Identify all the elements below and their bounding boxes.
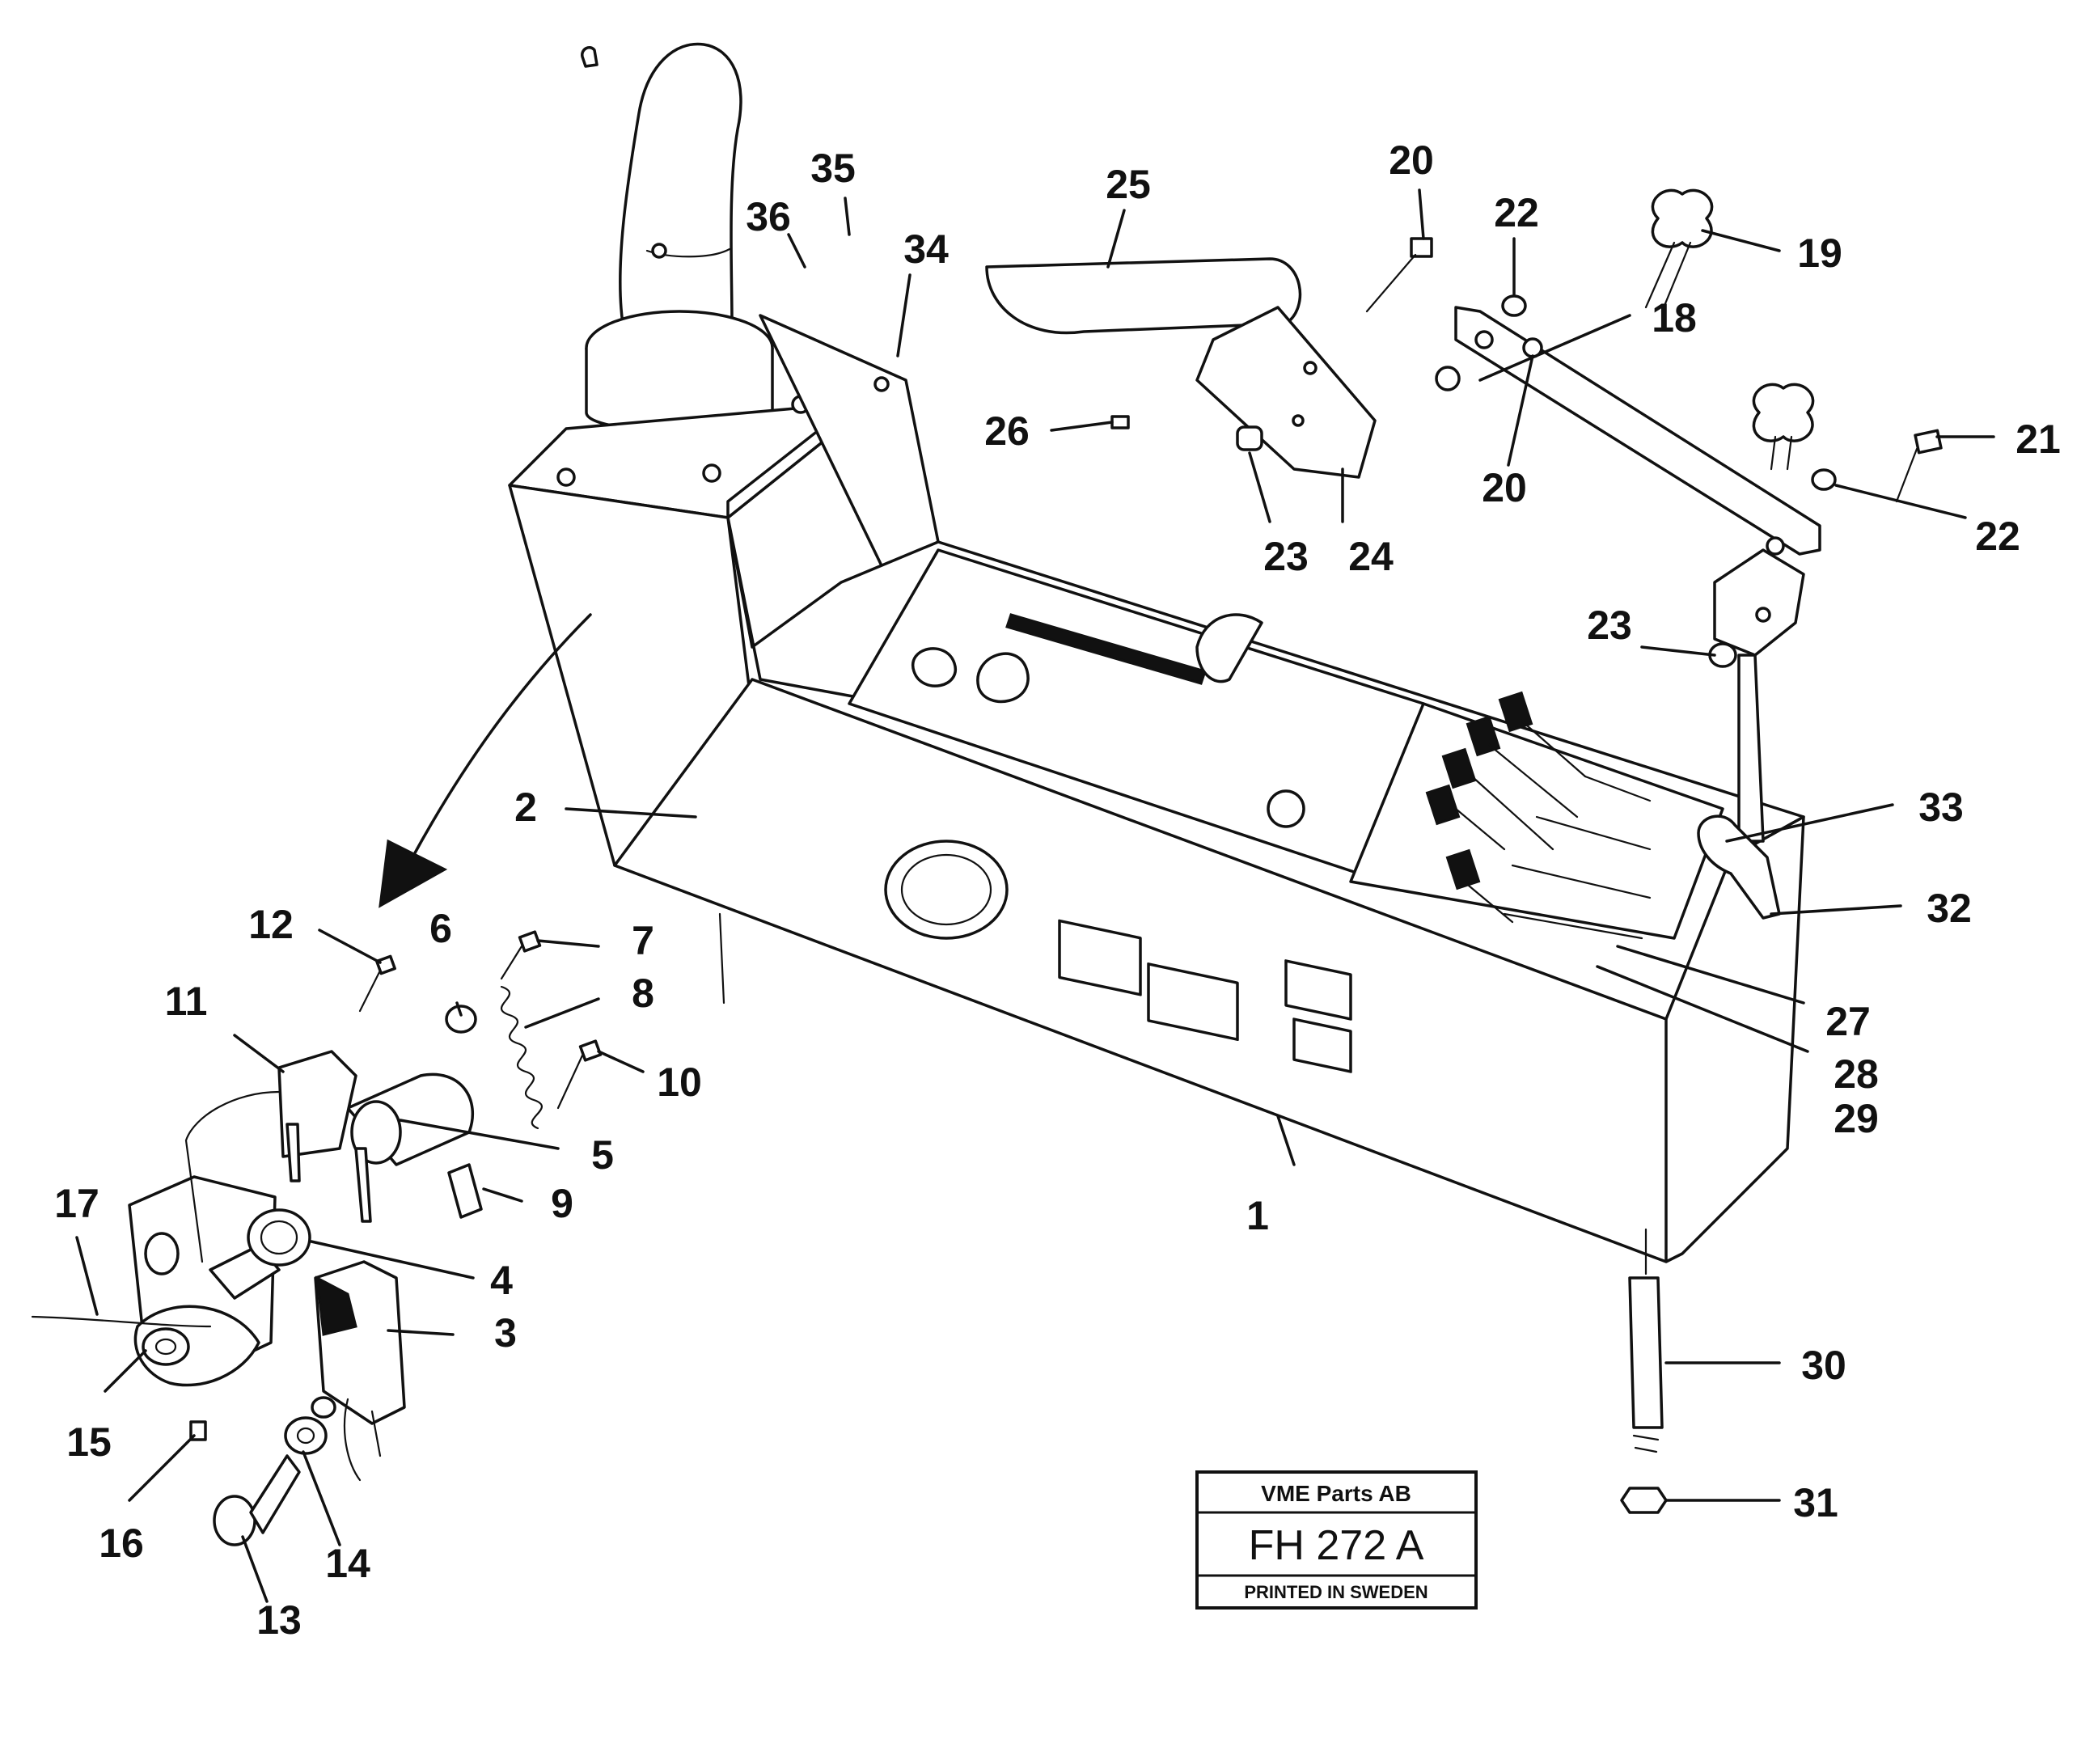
label-21: 21 — [2015, 417, 2061, 462]
label-18: 18 — [1652, 295, 1697, 341]
label-27: 27 — [1825, 999, 1871, 1044]
label-26: 26 — [984, 408, 1030, 454]
label-22-top: 22 — [1494, 190, 1539, 235]
label-20-mid: 20 — [1482, 465, 1527, 510]
label-25: 25 — [1106, 162, 1151, 207]
label-28: 28 — [1834, 1051, 1879, 1097]
label-20-top: 20 — [1389, 137, 1434, 183]
label-23-right: 23 — [1587, 603, 1632, 648]
label-7: 7 — [632, 918, 654, 963]
label-33: 33 — [1918, 785, 1964, 830]
title-block-company: VME Parts AB — [1261, 1481, 1411, 1506]
leader-lines — [75, 188, 1995, 1603]
label-13: 13 — [256, 1597, 302, 1643]
label-36: 36 — [746, 194, 791, 239]
label-23-mid: 23 — [1263, 534, 1309, 579]
label-10: 10 — [657, 1060, 702, 1105]
label-19: 19 — [1797, 231, 1842, 276]
label-14: 14 — [325, 1541, 370, 1586]
label-31: 31 — [1793, 1480, 1838, 1525]
label-1: 1 — [1246, 1193, 1269, 1238]
label-12: 12 — [248, 902, 294, 947]
title-block: VME Parts AB FH 272 A PRINTED IN SWEDEN — [1195, 1470, 1478, 1610]
label-9: 9 — [551, 1181, 573, 1226]
label-34: 34 — [903, 226, 949, 272]
label-16: 16 — [99, 1521, 144, 1566]
callout-labels: 1 2 3 4 5 6 7 8 9 10 11 12 13 14 15 16 1… — [54, 137, 2061, 1643]
armrest-assembly — [985, 188, 1943, 1514]
label-3: 3 — [494, 1310, 517, 1356]
label-29: 29 — [1834, 1096, 1879, 1141]
label-2: 2 — [514, 785, 537, 830]
label-11: 11 — [165, 979, 208, 1024]
label-30: 30 — [1801, 1343, 1846, 1388]
label-32: 32 — [1927, 886, 1972, 931]
title-block-code: FH 272 A — [1249, 1522, 1424, 1569]
switch-assembly — [31, 613, 603, 1546]
label-5: 5 — [591, 1132, 614, 1178]
label-22-right: 22 — [1975, 514, 2020, 559]
title-block-printed: PRINTED IN SWEDEN — [1244, 1582, 1428, 1602]
label-6: 6 — [429, 906, 452, 951]
label-15: 15 — [66, 1419, 112, 1465]
label-24: 24 — [1348, 534, 1394, 579]
label-17: 17 — [54, 1181, 99, 1226]
control-console — [508, 42, 1805, 1263]
label-35: 35 — [810, 146, 856, 191]
label-8: 8 — [632, 971, 654, 1016]
label-4: 4 — [490, 1258, 513, 1303]
